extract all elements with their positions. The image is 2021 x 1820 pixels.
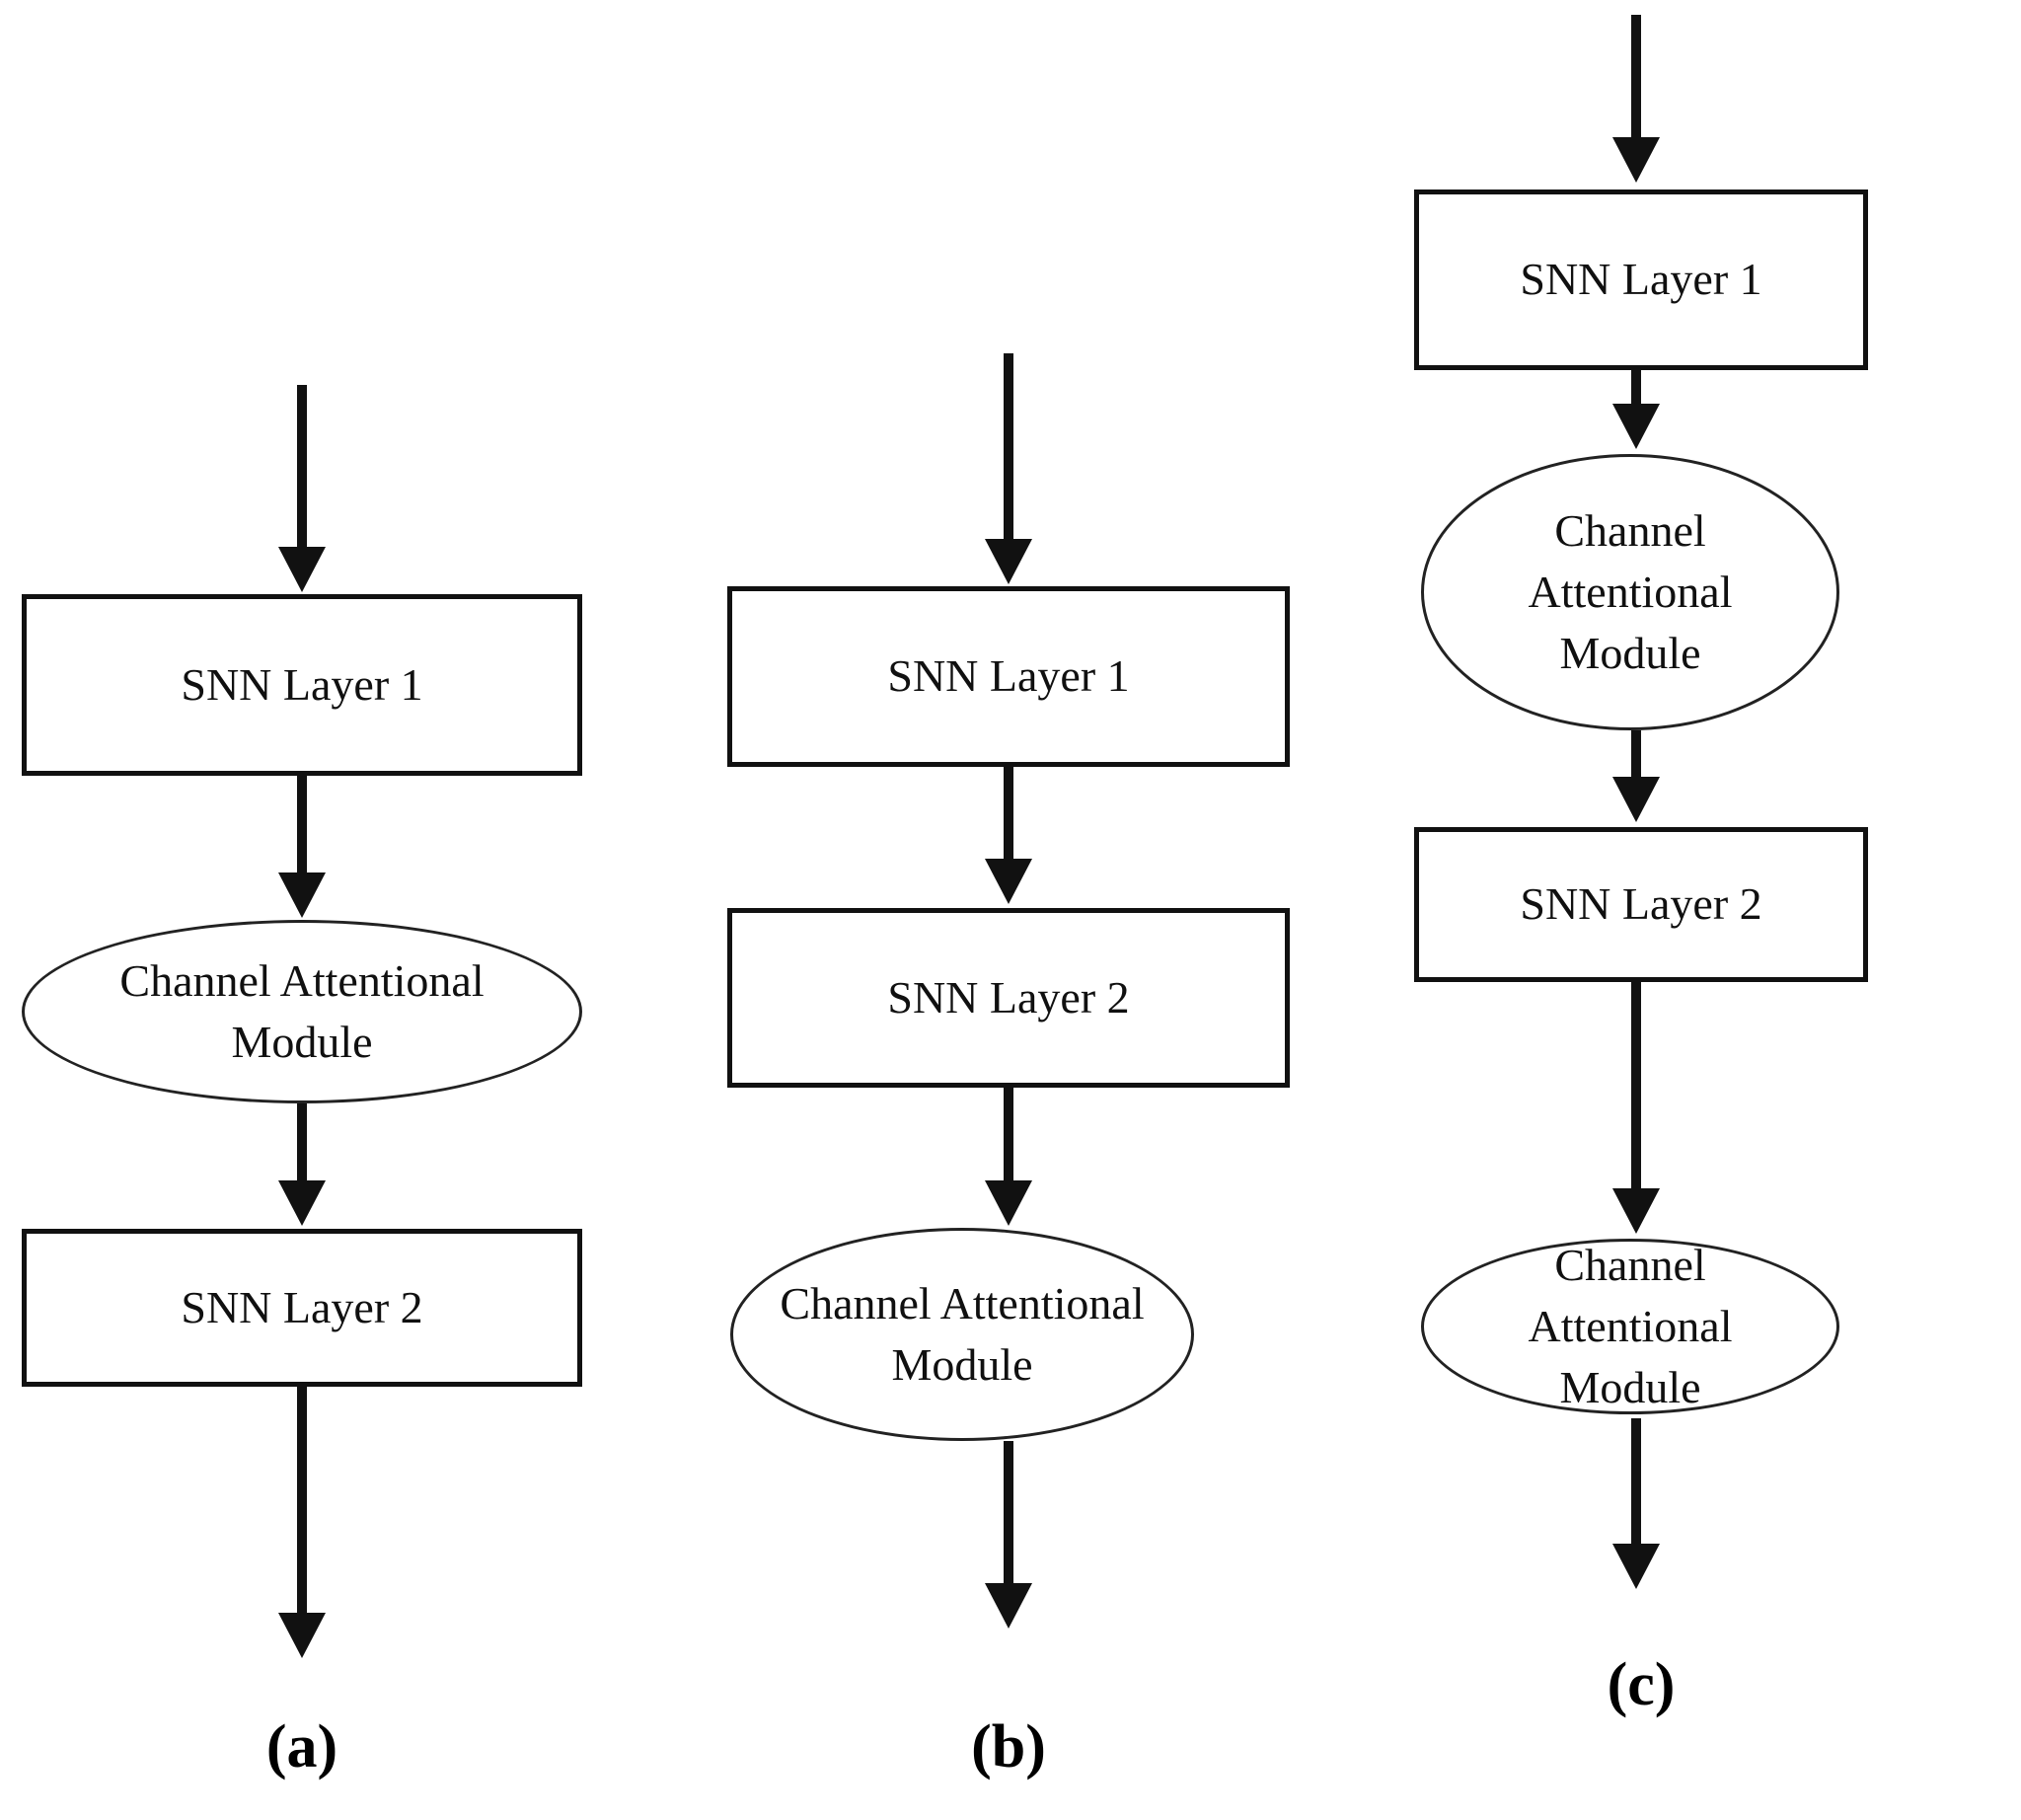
- arrowhead-icon: [278, 1180, 326, 1226]
- arrow-shaft: [1631, 982, 1641, 1190]
- arrowhead-icon: [1612, 137, 1660, 183]
- arrowhead-icon: [1612, 777, 1660, 822]
- arrow-shaft: [1004, 353, 1013, 541]
- node-channel-attentional-module: Channel Attentional Module: [730, 1228, 1194, 1441]
- node-label: SNN Layer 1: [1520, 254, 1762, 305]
- node-snn-layer-1: SNN Layer 1: [727, 586, 1290, 767]
- node-label: Channel Attentional Module: [119, 954, 485, 1067]
- down-arrow: [277, 385, 327, 592]
- node-snn-layer-2: SNN Layer 2: [22, 1229, 582, 1387]
- node-channel-attentional-module: Channel Attentional Module: [1421, 454, 1839, 730]
- arrow-shaft: [1004, 1088, 1013, 1182]
- node-label: SNN Layer 2: [181, 1281, 423, 1332]
- node-label: Channel Attentional Module: [1528, 1239, 1733, 1413]
- arrow-shaft: [1004, 767, 1013, 861]
- arrowhead-icon: [985, 859, 1032, 904]
- node-channel-attentional-module: Channel Attentional Module: [22, 920, 582, 1103]
- arrow-shaft: [1631, 370, 1641, 406]
- down-arrow: [984, 1088, 1033, 1226]
- arrowhead-icon: [1612, 1544, 1660, 1589]
- subfigure-caption-a: (a): [265, 1713, 338, 1781]
- arrow-shaft: [1631, 730, 1641, 779]
- arrow-shaft: [1631, 1418, 1641, 1546]
- node-snn-layer-2: SNN Layer 2: [1414, 827, 1868, 982]
- subfigure-caption-c: (c): [1607, 1651, 1676, 1718]
- arrow-shaft: [1631, 15, 1641, 139]
- down-arrow: [277, 776, 327, 918]
- arrowhead-icon: [278, 872, 326, 918]
- arrow-shaft: [297, 1387, 307, 1615]
- arrowhead-icon: [278, 547, 326, 592]
- down-arrow: [277, 1103, 327, 1226]
- node-snn-layer-1: SNN Layer 1: [1414, 190, 1868, 370]
- node-label: SNN Layer 1: [181, 658, 423, 710]
- down-arrow: [1611, 730, 1661, 822]
- node-label: Channel Attentional Module: [1528, 504, 1733, 679]
- down-arrow: [1611, 982, 1661, 1234]
- down-arrow: [1611, 1418, 1661, 1589]
- arrow-shaft: [297, 776, 307, 874]
- down-arrow: [1611, 370, 1661, 449]
- node-label: SNN Layer 2: [1520, 878, 1762, 930]
- arrowhead-icon: [985, 1180, 1032, 1226]
- down-arrow: [1611, 15, 1661, 183]
- down-arrow: [277, 1387, 327, 1658]
- arrow-shaft: [1004, 1441, 1013, 1585]
- arrowhead-icon: [278, 1613, 326, 1658]
- node-snn-layer-2: SNN Layer 2: [727, 908, 1290, 1088]
- arrowhead-icon: [985, 1583, 1032, 1629]
- down-arrow: [984, 353, 1033, 584]
- node-label: SNN Layer 2: [887, 971, 1130, 1023]
- arrowhead-icon: [1612, 404, 1660, 449]
- arrowhead-icon: [1612, 1188, 1660, 1234]
- node-label: Channel Attentional Module: [780, 1277, 1145, 1390]
- arrow-shaft: [297, 385, 307, 549]
- down-arrow: [984, 767, 1033, 904]
- subfigure-caption-b: (b): [971, 1713, 1046, 1781]
- arrow-shaft: [297, 1103, 307, 1182]
- node-channel-attentional-module: Channel Attentional Module: [1421, 1239, 1839, 1414]
- node-label: SNN Layer 1: [887, 650, 1130, 702]
- node-snn-layer-1: SNN Layer 1: [22, 594, 582, 776]
- down-arrow: [984, 1441, 1033, 1629]
- arrowhead-icon: [985, 539, 1032, 584]
